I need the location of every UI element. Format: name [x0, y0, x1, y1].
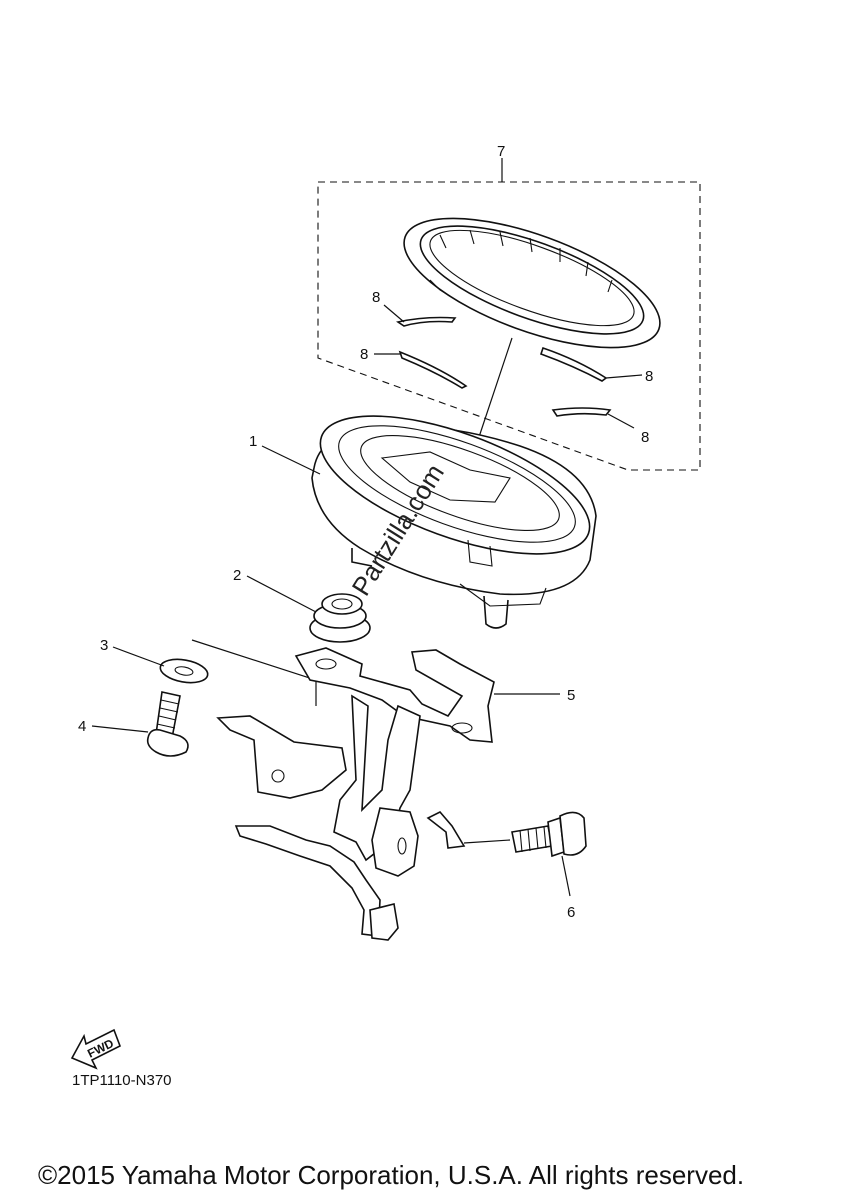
leader-8c — [605, 374, 643, 379]
lens-clip-top-left — [395, 316, 457, 327]
callout-5: 5 — [567, 687, 575, 704]
meter-assembly — [311, 415, 597, 629]
leader-2 — [246, 575, 317, 613]
flange-bolt — [511, 811, 587, 858]
callout-4: 4 — [78, 718, 86, 735]
washer — [159, 658, 209, 684]
callout-8-mid-left: 8 — [360, 346, 368, 363]
copyright-notice: ©2015 Yamaha Motor Corporation, U.S.A. A… — [38, 1160, 745, 1190]
callout-3: 3 — [100, 637, 108, 654]
diagram-code: 1TP1110-N370 — [72, 1072, 172, 1089]
bezel-kit-group-box — [317, 158, 701, 471]
leader-6b — [463, 839, 511, 844]
callout-7: 7 — [497, 143, 505, 160]
leader-1 — [261, 445, 321, 475]
lens-clip-mid-left — [398, 350, 468, 389]
callout-8-bottom-right: 8 — [641, 429, 649, 446]
bezel-leader — [477, 337, 513, 441]
callout-2: 2 — [233, 567, 241, 584]
leader-6 — [561, 855, 571, 897]
callout-1: 1 — [249, 433, 257, 450]
callout-6: 6 — [567, 904, 575, 921]
leader-8a — [383, 304, 405, 323]
fwd-arrow-icon: FWD — [70, 1028, 122, 1070]
washer-leader — [191, 639, 317, 706]
leader-3 — [112, 646, 165, 667]
leader-8d — [607, 413, 635, 429]
bezel-ring — [403, 217, 661, 349]
leader-4 — [91, 725, 149, 733]
callout-8-mid-right: 8 — [645, 368, 653, 385]
lens-clip-bottom-right — [551, 407, 612, 417]
callout-8-top-left: 8 — [372, 289, 380, 306]
grommet — [309, 593, 371, 643]
screw — [146, 691, 189, 757]
lens-clip-mid-right — [539, 346, 608, 382]
bracket — [216, 647, 495, 941]
